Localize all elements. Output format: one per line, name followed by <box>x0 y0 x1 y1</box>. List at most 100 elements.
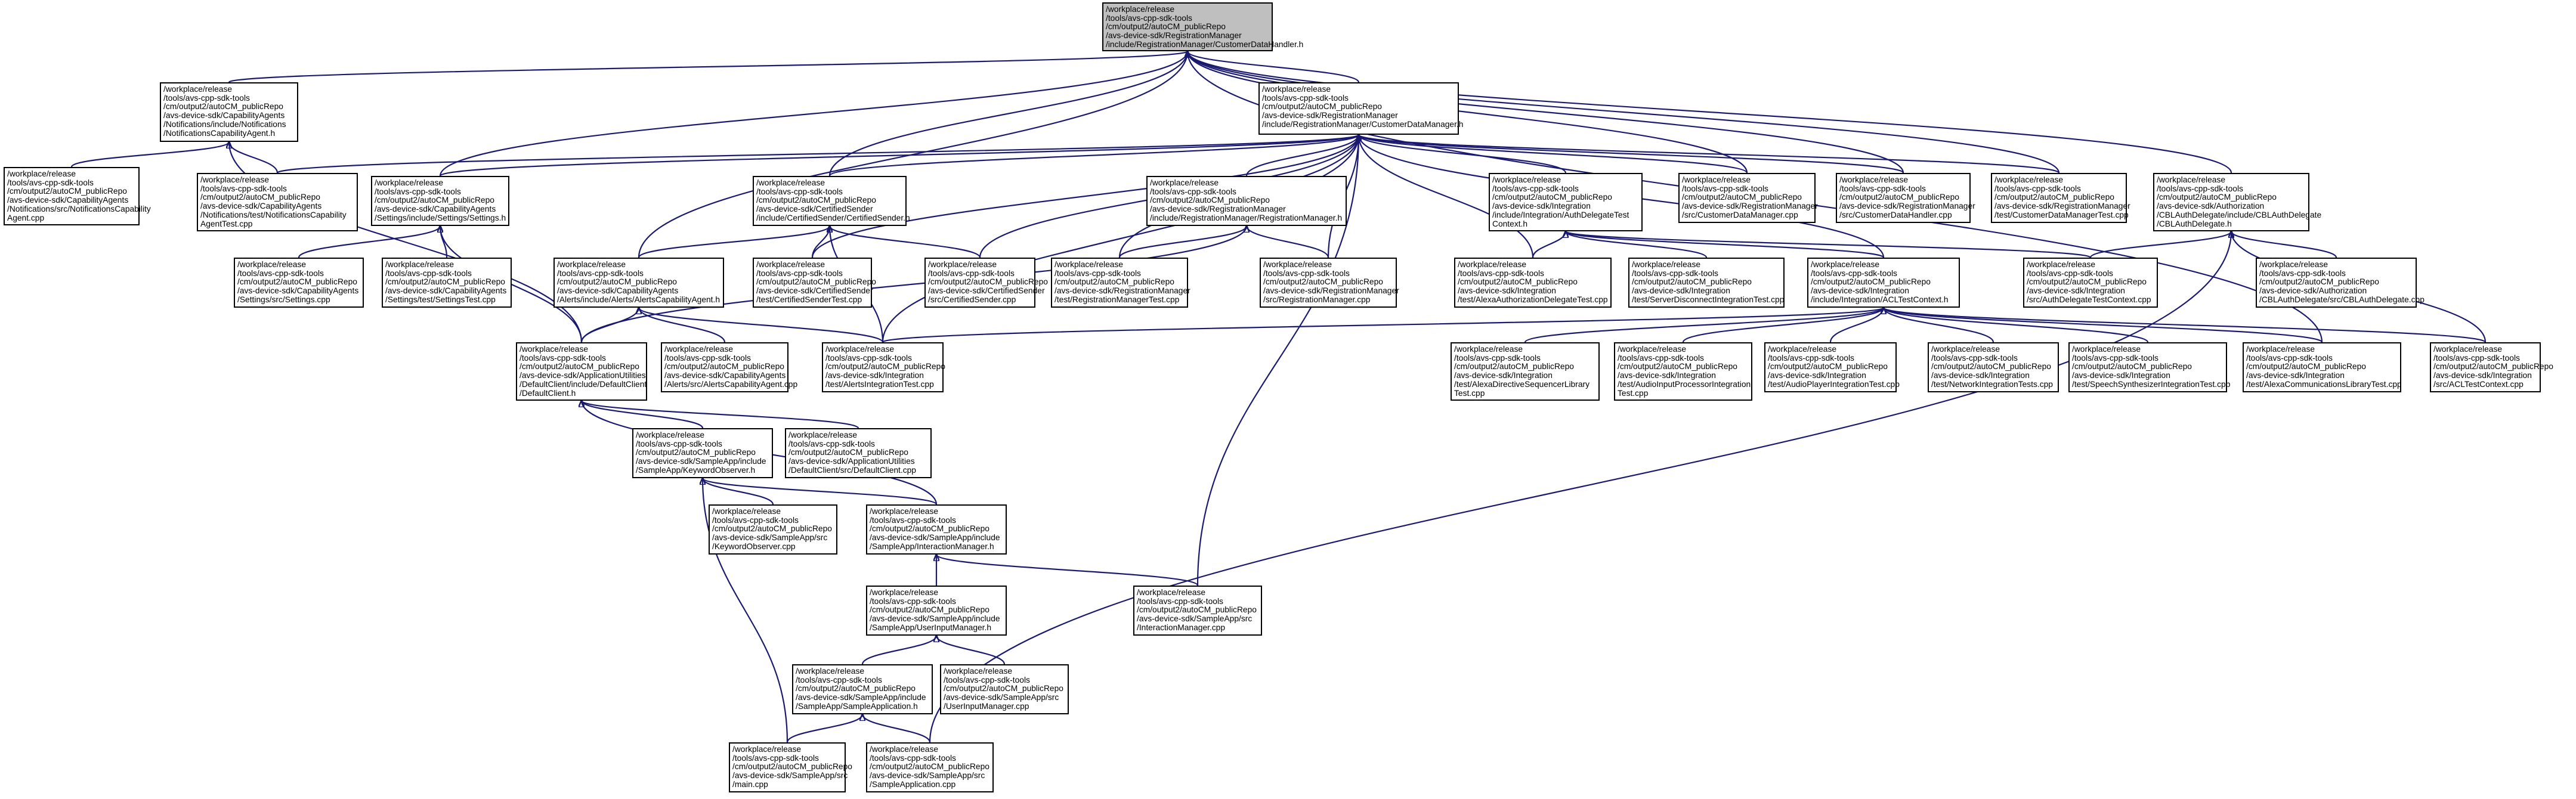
node-path-line: /avs-device-sdk/Integration <box>1931 371 2030 380</box>
node-path-line: /tools/avs-cpp-sdk-tools <box>928 268 1015 278</box>
node-path-line: /workplace/release <box>1994 175 2064 184</box>
root-file-node[interactable]: /workplace/release/tools/avs-cpp-sdk-too… <box>1102 2 1303 51</box>
node-path-line: /Notifications/src/NotificationsCapabili… <box>7 204 151 213</box>
node-path-line: /include/Integration/ACLTestContext.h <box>1811 295 1949 304</box>
file-node-alerts-cpp[interactable]: /workplace/release/tools/avs-cpp-sdk-too… <box>661 342 797 392</box>
node-path-line: /avs-device-sdk/Integration <box>2246 371 2345 380</box>
file-node-serverdisconnect-test[interactable]: /workplace/release/tools/avs-cpp-sdk-too… <box>1628 258 1785 308</box>
file-node-notifcap-test[interactable]: /workplace/release/tools/avs-cpp-sdk-too… <box>197 173 358 231</box>
node-path-line: /avs-device-sdk/RegistrationManager <box>1150 205 1286 214</box>
file-node-cblauth-h[interactable]: /workplace/release/tools/avs-cpp-sdk-too… <box>2153 173 2321 231</box>
file-node-interaction-cpp[interactable]: /workplace/release/tools/avs-cpp-sdk-too… <box>1133 586 1262 636</box>
node-path-line: /tools/avs-cpp-sdk-tools <box>7 178 94 187</box>
node-path-line: /tools/avs-cpp-sdk-tools <box>870 596 956 606</box>
node-path-line: /avs-device-sdk/RegistrationManager <box>1262 111 1398 120</box>
file-node-network-test[interactable]: /workplace/release/tools/avs-cpp-sdk-too… <box>1928 342 2059 392</box>
file-node-notifcap-cpp[interactable]: /workplace/release/tools/avs-cpp-sdk-too… <box>4 167 151 225</box>
node-path-line: /include/Integration/AuthDelegateTest <box>1492 210 1629 219</box>
node-path-line: /cm/output2/autoCM_publicRepo <box>1454 362 1574 371</box>
node-path-line: /avs-device-sdk/CertifiedSender <box>928 286 1045 296</box>
node-path-line: /workplace/release <box>1839 175 1909 184</box>
node-path-line: /avs-device-sdk/SampleApp/include <box>796 693 926 702</box>
file-node-speechsynth-test[interactable]: /workplace/release/tools/avs-cpp-sdk-too… <box>2068 342 2230 392</box>
file-node-audioplayer-test[interactable]: /workplace/release/tools/avs-cpp-sdk-too… <box>1764 342 1900 392</box>
file-node-userinput-h[interactable]: /workplace/release/tools/avs-cpp-sdk-too… <box>866 586 1007 636</box>
include-edge-cdm-h-to-root <box>1188 51 1360 83</box>
node-path-line: /test/CertifiedSenderTest.cpp <box>756 295 862 304</box>
file-node-regmgr-h[interactable]: /workplace/release/tools/avs-cpp-sdk-too… <box>1146 176 1347 226</box>
node-path-line: /cm/output2/autoCM_publicRepo <box>732 762 852 772</box>
node-path-line: /tools/avs-cpp-sdk-tools <box>1454 353 1541 363</box>
node-path-line: /cm/output2/autoCM_publicRepo <box>557 277 677 287</box>
file-node-alerts-h[interactable]: /workplace/release/tools/avs-cpp-sdk-too… <box>553 258 724 308</box>
node-path-line: /cm/output2/autoCM_publicRepo <box>756 277 876 287</box>
file-node-main-cpp[interactable]: /workplace/release/tools/avs-cpp-sdk-too… <box>729 742 852 792</box>
file-node-cdh-cpp[interactable]: /workplace/release/tools/avs-cpp-sdk-too… <box>1836 173 1975 223</box>
node-path-line: /tools/avs-cpp-sdk-tools <box>385 268 472 278</box>
file-node-alerts-integration-test[interactable]: /workplace/release/tools/avs-cpp-sdk-too… <box>822 342 945 392</box>
node-path-line: /workplace/release <box>1262 85 1331 94</box>
file-node-keyword-h[interactable]: /workplace/release/tools/avs-cpp-sdk-too… <box>632 428 773 478</box>
file-node-certsender-h[interactable]: /workplace/release/tools/avs-cpp-sdk-too… <box>753 176 910 226</box>
file-node-cdm-h[interactable]: /workplace/release/tools/avs-cpp-sdk-too… <box>1258 82 1463 135</box>
file-node-settings-test[interactable]: /workplace/release/tools/avs-cpp-sdk-too… <box>382 258 512 308</box>
include-edge-main-cpp-to-keyword-h <box>703 478 788 743</box>
file-node-cdm-cpp[interactable]: /workplace/release/tools/avs-cpp-sdk-too… <box>1678 173 1818 223</box>
file-node-authdelegate-cpp[interactable]: /workplace/release/tools/avs-cpp-sdk-too… <box>2023 258 2158 308</box>
node-path-line: /avs-device-sdk/Integration <box>1618 371 1716 380</box>
include-edge-interaction-cpp-to-cdm-h <box>1196 135 1359 586</box>
file-node-certsender-test[interactable]: /workplace/release/tools/avs-cpp-sdk-too… <box>753 258 876 308</box>
file-node-acl-cpp[interactable]: /workplace/release/tools/avs-cpp-sdk-too… <box>2430 342 2553 392</box>
file-node-cdm-test[interactable]: /workplace/release/tools/avs-cpp-sdk-too… <box>1991 173 2130 223</box>
file-node-settings-cpp[interactable]: /workplace/release/tools/avs-cpp-sdk-too… <box>234 258 364 308</box>
file-node-alexaauth-test[interactable]: /workplace/release/tools/avs-cpp-sdk-too… <box>1454 258 1612 308</box>
file-node-certsender-cpp[interactable]: /workplace/release/tools/avs-cpp-sdk-too… <box>924 258 1048 308</box>
node-path-line: /avs-device-sdk/CapabilityAgents <box>557 286 679 296</box>
file-node-sampleapp-cpp[interactable]: /workplace/release/tools/avs-cpp-sdk-too… <box>866 742 994 792</box>
node-path-line: /workplace/release <box>375 178 444 187</box>
file-node-notifcap-h[interactable]: /workplace/release/tools/avs-cpp-sdk-too… <box>160 82 298 142</box>
node-path-line: /tools/avs-cpp-sdk-tools <box>519 353 606 363</box>
include-edge-alexadirective-test-to-acl-h <box>1524 308 1884 343</box>
file-node-audioinput-test[interactable]: /workplace/release/tools/avs-cpp-sdk-too… <box>1614 342 1752 401</box>
file-node-defaultclient-cpp[interactable]: /workplace/release/tools/avs-cpp-sdk-too… <box>785 428 932 478</box>
node-path-line: /cm/output2/autoCM_publicRepo <box>788 448 908 457</box>
node-path-line: /test/ServerDisconnectIntegrationTest.cp… <box>1632 295 1785 304</box>
node-path-line: /avs-device-sdk/RegistrationManager <box>1682 202 1818 211</box>
node-path-line: Test.cpp <box>1618 388 1649 398</box>
node-path-line: /tools/avs-cpp-sdk-tools <box>756 268 843 278</box>
file-node-defaultclient-h[interactable]: /workplace/release/tools/avs-cpp-sdk-too… <box>516 342 647 401</box>
file-node-acl-h[interactable]: /workplace/release/tools/avs-cpp-sdk-too… <box>1807 258 1960 308</box>
file-node-alexadirective-test[interactable]: /workplace/release/tools/avs-cpp-sdk-too… <box>1451 342 1600 401</box>
file-node-settings-h[interactable]: /workplace/release/tools/avs-cpp-sdk-too… <box>371 176 509 226</box>
node-path-line: Test.cpp <box>1454 388 1485 398</box>
file-node-alexacomms-test[interactable]: /workplace/release/tools/avs-cpp-sdk-too… <box>2243 342 2402 392</box>
node-path-line: /avs-device-sdk/Integration <box>825 371 924 380</box>
node-path-line: /test/AudioPlayerIntegrationTest.cpp <box>1768 379 1900 389</box>
include-edge-alerts-integration-test-to-acl-h <box>882 308 1884 343</box>
file-node-regmgr-cpp[interactable]: /workplace/release/tools/avs-cpp-sdk-too… <box>1260 258 1399 308</box>
node-path-line: /src/RegistrationManager.cpp <box>1263 295 1371 304</box>
node-path-line: /cm/output2/autoCM_publicRepo <box>1054 277 1174 287</box>
node-path-line: /tools/avs-cpp-sdk-tools <box>1262 93 1349 103</box>
node-path-line: /tools/avs-cpp-sdk-tools <box>200 184 287 193</box>
file-node-userinput-cpp[interactable]: /workplace/release/tools/avs-cpp-sdk-too… <box>940 664 1069 714</box>
node-path-line: /workplace/release <box>2259 260 2328 269</box>
file-node-regmgr-test[interactable]: /workplace/release/tools/avs-cpp-sdk-too… <box>1051 258 1190 308</box>
node-path-line: /test/AudioInputProcessorIntegration <box>1618 379 1751 389</box>
include-edge-settings-h-to-cdm-h <box>439 135 1359 177</box>
file-node-keyword-cpp[interactable]: /workplace/release/tools/avs-cpp-sdk-too… <box>709 504 837 555</box>
include-edge-alexaauth-test-to-authdelegate-h <box>1532 231 1566 258</box>
node-path-line: /workplace/release <box>2433 345 2503 354</box>
file-node-interaction-h[interactable]: /workplace/release/tools/avs-cpp-sdk-too… <box>866 504 1007 555</box>
file-node-cblauth-cpp[interactable]: /workplace/release/tools/avs-cpp-sdk-too… <box>2256 258 2425 308</box>
node-path-line: /avs-device-sdk/Integration <box>1811 286 1909 296</box>
node-path-line: /avs-device-sdk/CapabilityAgents <box>385 286 507 296</box>
include-edge-notifcap-test-to-notifcap-h <box>229 142 279 174</box>
file-node-authdelegate-h[interactable]: /workplace/release/tools/avs-cpp-sdk-too… <box>1489 173 1643 231</box>
node-path-line: /workplace/release <box>2246 345 2315 354</box>
node-path-line: /CBLAuthDelegate.h <box>2157 219 2232 228</box>
node-path-line: /NotificationsCapabilityAgent.h <box>163 128 276 138</box>
file-node-sampleapp-h[interactable]: /workplace/release/tools/avs-cpp-sdk-too… <box>792 664 933 714</box>
